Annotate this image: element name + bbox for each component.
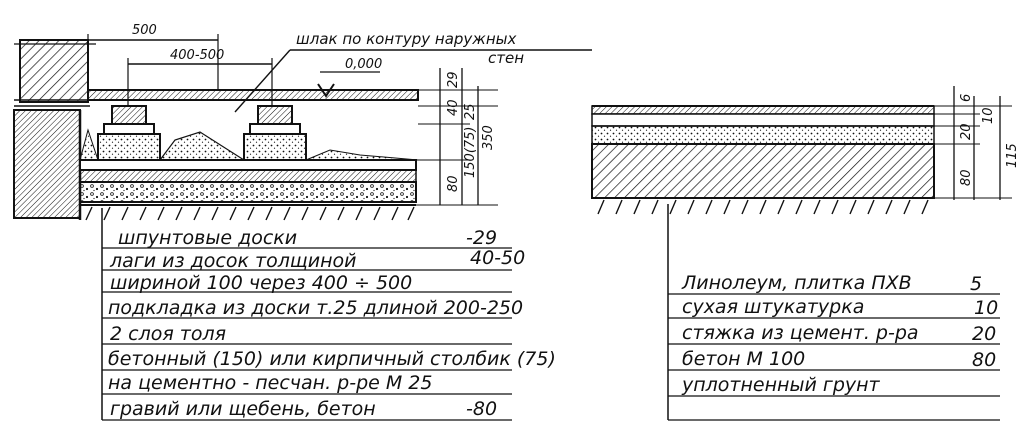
left-layer-table bbox=[102, 247, 512, 421]
slag-note-line1: шлак по контуру наружных bbox=[296, 30, 516, 48]
ground-hatching-left bbox=[85, 206, 415, 221]
slag-fill bbox=[158, 131, 247, 161]
left-layer-1-value: -29 bbox=[466, 227, 497, 249]
dim-10: 10 bbox=[981, 107, 996, 124]
upper-wall bbox=[19, 39, 89, 103]
post-2 bbox=[243, 105, 307, 161]
dim-115: 115 bbox=[1005, 143, 1020, 168]
dim-150-75: 150(75) bbox=[463, 127, 478, 179]
left-layer-2-text: лаги из досок толщиной bbox=[109, 250, 356, 272]
post-1 bbox=[97, 105, 161, 161]
left-layer-rows: шпунтовые доски -29 лаги из досок толщин… bbox=[108, 227, 556, 420]
dim-80-right: 80 bbox=[959, 169, 974, 186]
right-layer-4-text: бетон М 100 bbox=[682, 348, 805, 370]
right-layer-3-value: 20 bbox=[972, 323, 996, 345]
left-layer-5-text: 2 слоя толя bbox=[110, 323, 226, 345]
gravel-layer bbox=[79, 181, 417, 203]
dry-plaster-layer bbox=[591, 113, 935, 127]
left-layer-1-text: шпунтовые доски bbox=[118, 227, 297, 249]
right-layer-3-text: стяжка из цемент. р-ра bbox=[682, 322, 919, 344]
left-layer-6-text: бетонный (150) или кирпичный столбик (75… bbox=[108, 348, 556, 370]
dim-20: 20 bbox=[959, 123, 974, 140]
dim-6: 6 bbox=[959, 94, 974, 102]
left-layer-4-text: подкладка из доски т.25 длиной 200-250 bbox=[108, 297, 523, 319]
left-floor-section bbox=[13, 34, 592, 420]
linoleum-layer bbox=[591, 105, 935, 115]
dim-40: 40 bbox=[446, 99, 461, 116]
left-layer-8-text: гравий или щебень, бетон bbox=[110, 398, 376, 420]
dim-29: 29 bbox=[446, 71, 461, 88]
concrete-base bbox=[79, 159, 417, 171]
left-layer-3-text: шириной 100 через 400 ÷ 500 bbox=[110, 272, 412, 294]
right-layer-5-text: уплотненный грунт bbox=[681, 374, 881, 396]
right-layer-rows: Линолеум, плитка ПХВ 5 сухая штукатурка … bbox=[681, 272, 998, 396]
ground-hatching-right bbox=[597, 199, 929, 215]
left-layer-8-value: -80 bbox=[466, 398, 497, 420]
right-floor-section bbox=[591, 86, 1012, 420]
dim-80-left: 80 bbox=[446, 175, 461, 192]
dim-25: 25 bbox=[463, 103, 478, 120]
right-layer-2-text: сухая штукатурка bbox=[682, 296, 864, 318]
right-layer-2-value: 10 bbox=[974, 297, 998, 319]
outer-wall bbox=[13, 109, 81, 219]
dim-350: 350 bbox=[481, 125, 496, 150]
slag-note-line2: стен bbox=[488, 49, 524, 67]
left-layer-7-text: на цементно - песчан. р-ре М 25 bbox=[108, 372, 432, 394]
cement-screed-layer bbox=[591, 125, 935, 145]
concrete-m100-layer bbox=[591, 143, 935, 199]
right-layer-table bbox=[668, 293, 1000, 421]
right-layer-1-value: 5 bbox=[970, 273, 982, 295]
dim-width-overall: 500 bbox=[132, 23, 157, 38]
dim-joist-spacing: 400-500 bbox=[170, 48, 224, 63]
left-layer-2-value: 40-50 bbox=[470, 247, 525, 269]
right-layer-4-value: 80 bbox=[972, 349, 996, 371]
right-layer-1-text: Линолеум, плитка ПХВ bbox=[681, 272, 912, 294]
dim-level-mark: 0,000 bbox=[345, 57, 382, 72]
